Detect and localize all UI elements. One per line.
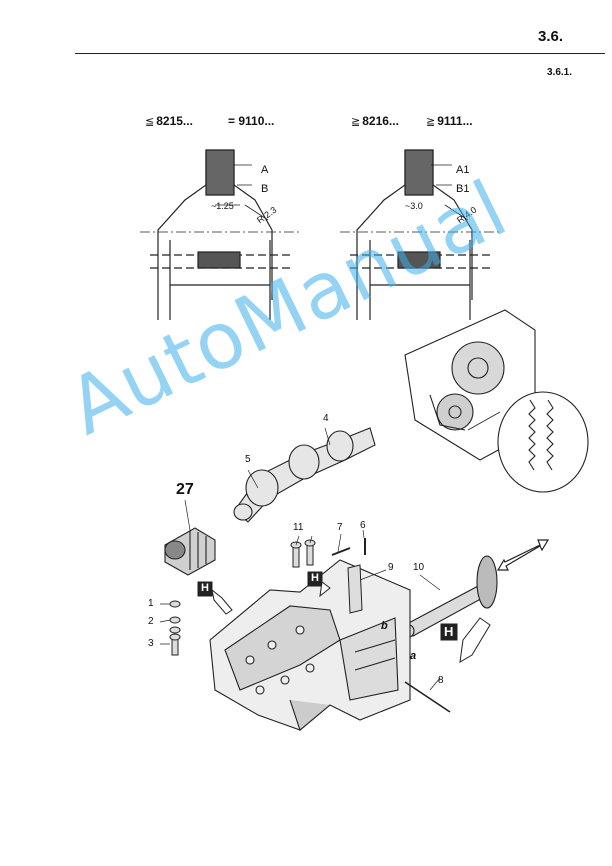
label-b: B <box>261 183 269 195</box>
callout-a: a <box>410 650 417 662</box>
condition-right-secondary: ≧9111... <box>426 114 473 128</box>
callout-6: 6 <box>360 520 366 531</box>
condition-right-value: 8216... <box>362 114 399 128</box>
dimension-left: ~1.25 <box>211 201 234 211</box>
callout-7: 7 <box>337 522 343 533</box>
crankshaft <box>233 427 376 523</box>
oil-filter <box>164 527 216 576</box>
condition-right: ≧8216... <box>351 114 399 128</box>
timing-gear-assembly <box>404 309 536 461</box>
callout-b: b <box>381 620 388 632</box>
callout-1: 1 <box>148 598 154 609</box>
condition-left-secondary: = 9110... <box>228 114 275 128</box>
callout-2: 2 <box>148 616 154 627</box>
leader-lines <box>159 427 441 691</box>
label-a: A <box>261 164 269 176</box>
fasteners <box>169 600 181 656</box>
dimension-right: ~3.0 <box>405 201 423 211</box>
greater-equal-symbol-2: ≧ <box>426 116 436 128</box>
h-symbol-2: H <box>311 572 319 584</box>
h-symbol-3: H <box>444 624 454 639</box>
condition-right-secondary-value: 9111... <box>437 114 473 128</box>
callout-4: 4 <box>323 413 329 424</box>
subsection-number: 3.6.1. <box>547 67 573 78</box>
condition-left: ≦8215... <box>145 114 193 128</box>
callout-9: 9 <box>388 562 394 573</box>
camshaft <box>403 555 498 638</box>
callout-5: 5 <box>245 454 251 465</box>
label-a1: A1 <box>456 164 470 176</box>
less-equal-symbol: ≦ <box>145 116 155 128</box>
callout-11: 11 <box>293 522 304 533</box>
callout-27: 27 <box>176 481 194 498</box>
section-number: 3.6. <box>538 28 564 45</box>
condition-left-value: 8215... <box>156 114 193 128</box>
dipstick <box>404 681 451 713</box>
left-fillet-detail <box>140 149 300 320</box>
greater-equal-symbol: ≧ <box>351 116 361 128</box>
gear-teeth-detail <box>467 391 589 493</box>
hand-lubricant-symbols <box>197 571 491 663</box>
callout-3: 3 <box>148 638 154 649</box>
movement-arrow <box>496 539 550 571</box>
callout-8: 8 <box>438 675 444 686</box>
header-rule <box>75 53 605 54</box>
h-symbol-1: H <box>201 582 209 594</box>
right-fillet-detail <box>340 149 500 320</box>
label-b1: B1 <box>456 183 470 195</box>
callout-10: 10 <box>413 562 425 573</box>
